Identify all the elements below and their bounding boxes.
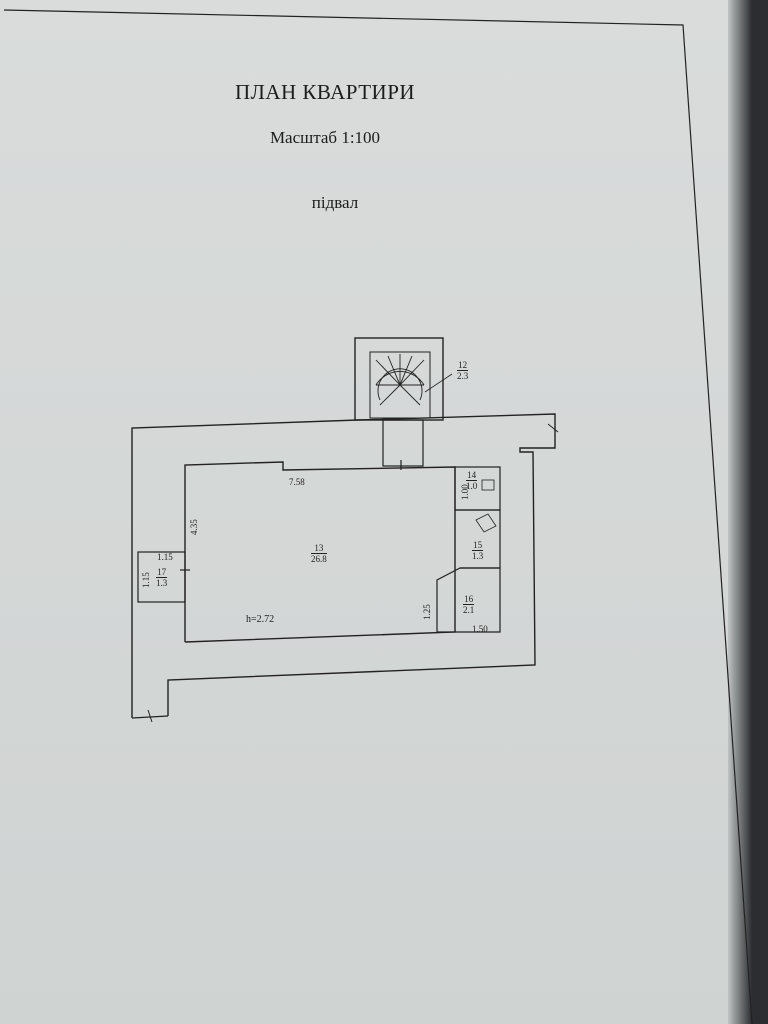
room-16-wall (436, 567, 501, 633)
dim-room17-depth: 1.15 (141, 572, 151, 588)
dim-room17-width: 1.15 (157, 552, 173, 562)
floor-label: підвал (311, 193, 359, 212)
wall-break-right (547, 423, 559, 433)
room-17-wall (137, 551, 186, 603)
stair-inner (369, 351, 431, 419)
dim-main-depth: 4.35 (189, 519, 199, 535)
paper-edge-shadow (728, 0, 768, 1024)
page-frame (3, 9, 753, 1024)
outer-wall (131, 413, 556, 718)
spiral-stair (375, 354, 425, 406)
plan-scale: Масштаб 1:100 (269, 128, 381, 147)
dim-room14-depth: 1.00 (460, 484, 470, 500)
dim-room16-width: 1.50 (472, 624, 488, 634)
plan-title: ПЛАН КВАРТИРИ (234, 80, 416, 104)
stair-passage (382, 419, 424, 467)
dim-main-width: 7.58 (289, 477, 305, 487)
dim-room16-depth: 1.25 (422, 604, 432, 620)
wall-break-left (147, 709, 153, 723)
ceiling-height: h=2.72 (246, 614, 275, 625)
